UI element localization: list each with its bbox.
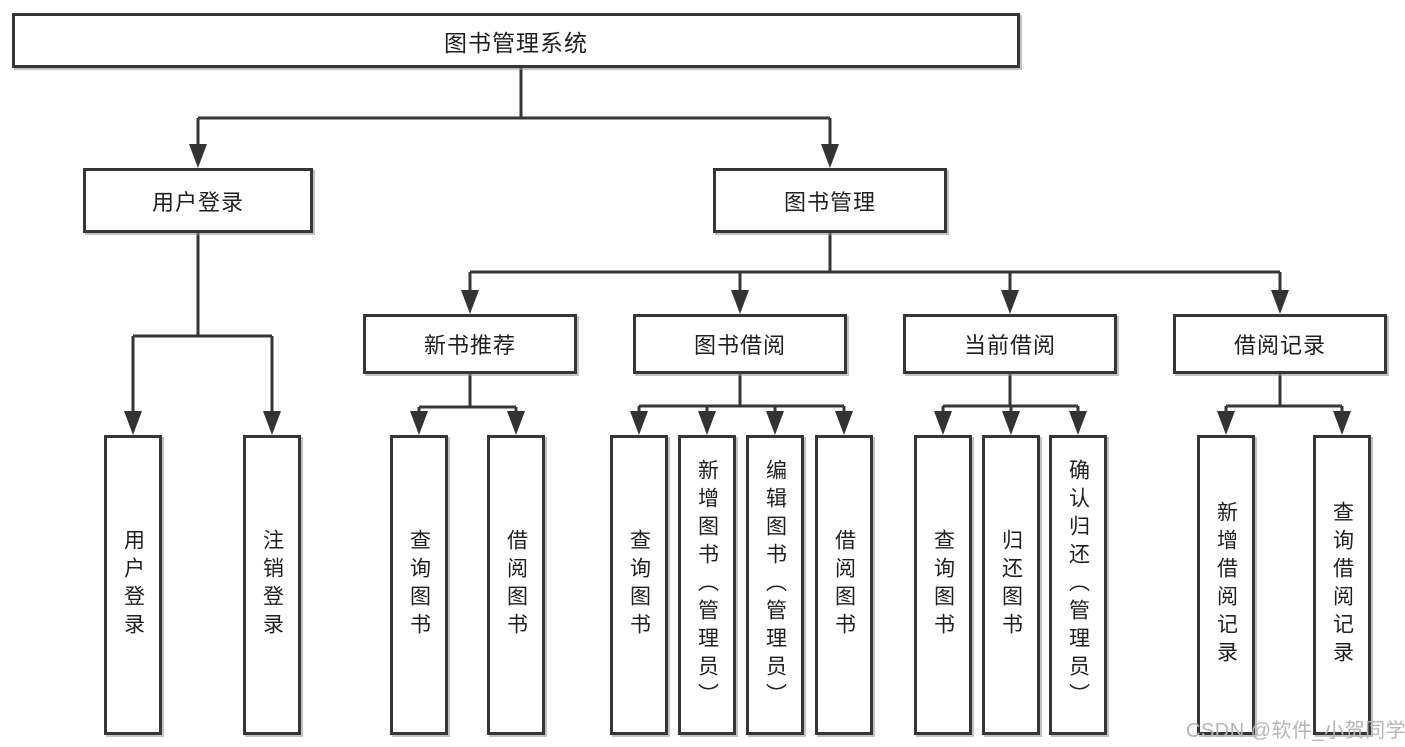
arrow-down-icon <box>189 144 207 168</box>
node-label: 新书推荐 <box>423 333 516 358</box>
leaf-add-borrow-record: 新增借阅记录 <box>1197 435 1255 735</box>
arrow-down-icon <box>1271 290 1289 314</box>
arrow-down-icon <box>630 411 648 435</box>
node-label: 确认归还（管理员） <box>1066 459 1090 711</box>
node-label: 查询图书 <box>931 529 955 641</box>
node-label: 借阅图书 <box>504 529 528 641</box>
connector-bookmgmt-to-level3 <box>461 233 1289 314</box>
arrow-down-icon <box>461 290 479 314</box>
node-label: 图书借阅 <box>693 333 786 358</box>
arrow-down-icon <box>410 411 428 435</box>
connector-newbook-to-leaves <box>410 374 525 435</box>
leaf-query-books-2: 查询图书 <box>610 435 668 735</box>
node-label: 新增图书（管理员） <box>695 459 719 711</box>
leaf-query-books-1: 查询图书 <box>390 435 448 735</box>
node-label: 借阅图书 <box>832 529 856 641</box>
leaf-borrow-books-2: 借阅图书 <box>815 435 873 735</box>
node-label: 当前借阅 <box>963 333 1056 358</box>
leaf-logout: 注销登录 <box>243 435 301 735</box>
connector-current-to-leaves <box>934 374 1087 435</box>
arrow-down-icon <box>934 411 952 435</box>
arrow-down-icon <box>1333 411 1351 435</box>
leaf-query-books-3: 查询图书 <box>914 435 972 735</box>
node-borrow-records: 借阅记录 <box>1173 314 1387 374</box>
node-label: 查询图书 <box>627 529 651 641</box>
leaf-edit-books-admin: 编辑图书（管理员） <box>746 435 804 735</box>
node-label: 新增借阅记录 <box>1214 501 1238 669</box>
node-current-borrow: 当前借阅 <box>903 314 1117 374</box>
arrow-down-icon <box>1001 290 1019 314</box>
node-label: 归还图书 <box>999 529 1023 641</box>
node-new-book-recommend: 新书推荐 <box>363 314 577 374</box>
arrow-down-icon <box>835 411 853 435</box>
connector-login-to-leaves <box>124 233 281 435</box>
node-label: 借阅记录 <box>1233 333 1326 358</box>
arrow-down-icon <box>1069 411 1087 435</box>
node-label: 查询图书 <box>407 529 431 641</box>
connector-borrow-to-leaves <box>630 374 853 435</box>
leaf-return-books: 归还图书 <box>982 435 1040 735</box>
connector-root-to-level2 <box>189 68 839 168</box>
node-label: 用户登录 <box>121 529 145 641</box>
arrow-down-icon <box>698 411 716 435</box>
leaf-query-borrow-record: 查询借阅记录 <box>1313 435 1371 735</box>
node-label: 图书管理 <box>783 189 876 215</box>
connector-records-to-leaves <box>1217 374 1351 435</box>
node-label: 注销登录 <box>260 529 284 641</box>
arrow-down-icon <box>1002 411 1020 435</box>
leaf-confirm-return-admin: 确认归还（管理员） <box>1049 435 1107 735</box>
arrow-down-icon <box>507 411 525 435</box>
arrow-down-icon <box>263 411 281 435</box>
node-user-login: 用户登录 <box>83 168 313 233</box>
arrow-down-icon <box>821 144 839 168</box>
leaf-user-login: 用户登录 <box>104 435 162 735</box>
node-label: 查询借阅记录 <box>1330 501 1354 669</box>
node-label: 编辑图书（管理员） <box>763 459 787 711</box>
leaf-borrow-books-1: 借阅图书 <box>487 435 545 735</box>
arrow-down-icon <box>766 411 784 435</box>
csdn-watermark: CSDN @软件_小贺同学 <box>1186 720 1405 742</box>
node-label: 图书管理系统 <box>444 29 588 56</box>
node-book-management: 图书管理 <box>713 168 947 233</box>
node-book-borrow: 图书借阅 <box>633 314 847 374</box>
arrow-down-icon <box>1217 411 1235 435</box>
node-system-root: 图书管理系统 <box>12 13 1020 68</box>
node-label: 用户登录 <box>151 189 244 215</box>
leaf-add-books-admin: 新增图书（管理员） <box>678 435 736 735</box>
arrow-down-icon <box>124 411 142 435</box>
arrow-down-icon <box>731 290 749 314</box>
